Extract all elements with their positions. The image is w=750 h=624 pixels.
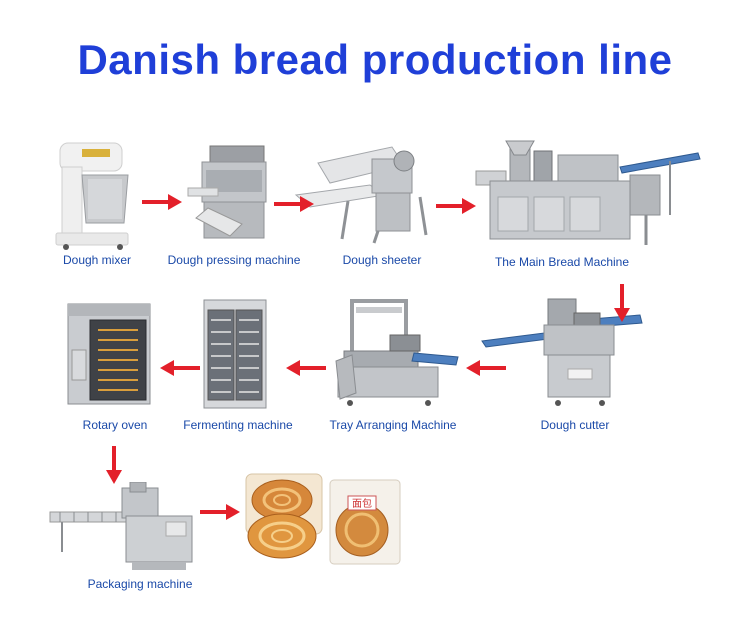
dough-cutter-machine <box>478 295 648 410</box>
rotary-oven <box>64 300 154 410</box>
arrow-packaging-to-product <box>200 504 240 520</box>
dough-mixer-label: Dough mixer <box>62 253 132 267</box>
packaging-illustration <box>49 482 193 570</box>
danish-bread-product: 面包 <box>242 470 402 566</box>
dough-pressing-label: Dough pressing machine <box>167 253 301 267</box>
dough-mixer-illustration <box>55 142 129 250</box>
main-bread-machine-illustration <box>475 140 701 245</box>
fermenting-illustration <box>203 299 267 409</box>
package-brand-text: 面包 <box>352 497 372 510</box>
diagram-title: Danish bread production line <box>77 36 673 83</box>
arrow-pressing-to-sheeter <box>274 196 314 212</box>
dough-sheeter-label: Dough sheeter <box>342 253 422 267</box>
arrow-main-to-cutter <box>614 284 630 322</box>
dough-sheeter-machine <box>292 135 442 245</box>
dough-sheeter-illustration <box>294 146 428 244</box>
main-bread-machine <box>470 135 702 250</box>
arrow-oven-to-packaging <box>106 446 122 484</box>
arrow-fermenting-to-oven <box>160 360 200 376</box>
dough-cutter-label: Dough cutter <box>540 418 610 432</box>
rotary-oven-label: Rotary oven <box>82 418 148 432</box>
tray-arranging-label: Tray Arranging Machine <box>329 418 457 432</box>
rotary-oven-illustration <box>67 303 151 405</box>
bread-product-illustration: 面包 <box>245 473 401 565</box>
packaging-label: Packaging machine <box>87 577 193 591</box>
main-bread-machine-label: The Main Bread Machine <box>494 255 630 269</box>
fermenting-machine <box>200 298 270 413</box>
arrow-tray-to-fermenting <box>286 360 326 376</box>
arrow-mixer-to-pressing <box>142 194 182 210</box>
tray-arranging-illustration <box>335 299 459 406</box>
dough-mixer-machine <box>52 135 142 250</box>
packaging-machine <box>46 482 196 574</box>
fermenting-label: Fermenting machine <box>183 418 293 432</box>
dough-cutter-illustration <box>481 298 643 406</box>
tray-arranging-machine <box>330 295 460 410</box>
arrow-cutter-to-tray <box>466 360 506 376</box>
dough-pressing-illustration <box>187 145 267 239</box>
dough-pressing-machine <box>182 140 272 245</box>
arrow-sheeter-to-main <box>436 198 476 214</box>
